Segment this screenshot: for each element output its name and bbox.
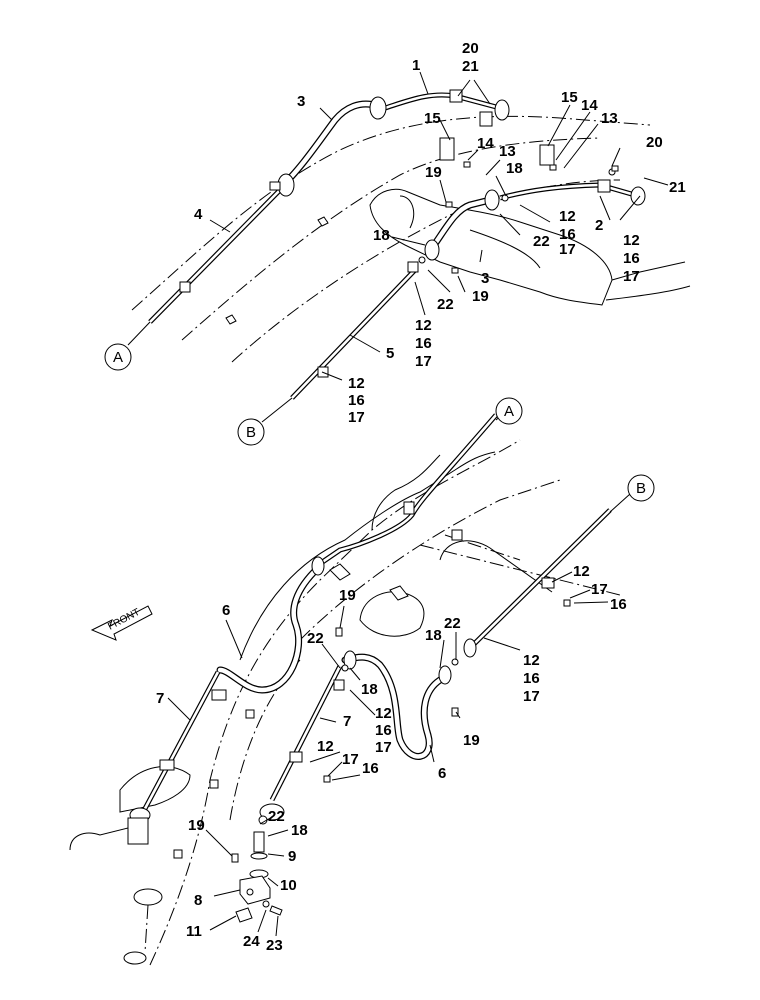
connector-a-bottom: A [495, 397, 523, 425]
callout-18: 18 [291, 822, 308, 839]
hose-6-left [216, 564, 322, 694]
callout-2: 2 [595, 217, 603, 234]
callout-21: 21 [462, 58, 479, 75]
callout-20: 20 [646, 134, 663, 151]
callout-12: 12 [559, 208, 576, 225]
callout-17: 17 [342, 751, 359, 768]
connector-a-bottom-label: A [504, 403, 514, 420]
callout-19: 19 [339, 587, 356, 604]
boom-bracket-top [225, 216, 329, 325]
callout-1: 1 [412, 57, 420, 74]
hose-3-upper [276, 100, 382, 192]
callout-19: 19 [472, 288, 489, 305]
callout-10: 10 [280, 877, 297, 894]
callout-15: 15 [561, 89, 578, 106]
callout-24: 24 [243, 933, 260, 950]
callout-19: 19 [188, 817, 205, 834]
callout-16: 16 [610, 596, 627, 613]
callout-22: 22 [268, 808, 285, 825]
hose-3-lower [428, 196, 494, 252]
callout-18: 18 [373, 227, 390, 244]
callout-14: 14 [477, 135, 494, 152]
callout-18: 18 [506, 160, 523, 177]
callout-12: 12 [415, 317, 432, 334]
callout-22: 22 [444, 615, 461, 632]
callout-16: 16 [523, 670, 540, 687]
callout-12: 12 [348, 375, 365, 392]
connector-b-bottom-label: B [636, 480, 646, 497]
callout-16: 16 [415, 335, 432, 352]
callout-14: 14 [581, 97, 598, 114]
callout-6: 6 [438, 765, 446, 782]
callout-12: 12 [573, 563, 590, 580]
callout-12: 12 [317, 738, 334, 755]
callout-20: 20 [462, 40, 479, 57]
callout-17: 17 [559, 241, 576, 258]
callout-5: 5 [386, 345, 394, 362]
callout-17: 17 [375, 739, 392, 756]
callout-17: 17 [523, 688, 540, 705]
callout-13: 13 [499, 143, 516, 160]
callout-6: 6 [222, 602, 230, 619]
callout-16: 16 [559, 226, 576, 243]
callout-17: 17 [591, 581, 608, 598]
connector-b-bottom: B [627, 474, 655, 502]
connector-b-top: B [237, 418, 265, 446]
pipe-7-center [269, 664, 343, 802]
callout-12: 12 [523, 652, 540, 669]
callout-16: 16 [375, 722, 392, 739]
pipe-7-left [137, 670, 221, 820]
flange-fittings-top [179, 89, 510, 293]
hose-6-right [341, 653, 444, 760]
flange-fittings-top-lower [317, 137, 646, 378]
bolts-top [445, 161, 619, 274]
front-arrow: FRONT [90, 605, 153, 641]
connector-a-top: A [104, 343, 132, 371]
callout-12: 12 [623, 232, 640, 249]
callout-19: 19 [425, 164, 442, 181]
connector-a-top-label: A [113, 349, 123, 366]
callout-22: 22 [307, 630, 324, 647]
callout-16: 16 [362, 760, 379, 777]
callout-7: 7 [343, 713, 351, 730]
callout-3: 3 [297, 93, 305, 110]
pipe-2 [499, 182, 636, 201]
callout-7: 7 [156, 690, 164, 707]
callout-17: 17 [415, 353, 432, 370]
callout-9: 9 [288, 848, 296, 865]
callout-22: 22 [533, 233, 550, 250]
callout-16: 16 [348, 392, 365, 409]
swivel-fitting-cluster [231, 599, 571, 923]
callout-22: 22 [437, 296, 454, 313]
callout-17: 17 [623, 268, 640, 285]
callout-21: 21 [669, 179, 686, 196]
callout-8: 8 [194, 892, 202, 909]
callout-19: 19 [463, 732, 480, 749]
boom-outline-top [131, 115, 691, 363]
pipe-a-bottom [316, 413, 498, 568]
callout-12: 12 [375, 705, 392, 722]
pipe-5 [290, 268, 417, 400]
callout-18: 18 [425, 627, 442, 644]
callout-11: 11 [186, 923, 202, 940]
arm-brackets-bottom [173, 529, 463, 859]
pipe-b-bottom [470, 508, 612, 648]
callout-4: 4 [194, 206, 203, 223]
pipe-4 [148, 186, 284, 324]
callout-18: 18 [361, 681, 378, 698]
callout-16: 16 [623, 250, 640, 267]
pipe-1 [384, 92, 501, 111]
connector-b-top-label: B [246, 424, 256, 441]
callout-15: 15 [424, 110, 441, 127]
flange-fittings-bottom [127, 501, 555, 845]
callout-numbers: 20 21 1 3 15 14 13 15 14 13 20 19 18 21 … [156, 40, 686, 954]
callout-23: 23 [266, 937, 283, 954]
callout-13: 13 [601, 110, 618, 127]
callout-3: 3 [481, 270, 489, 287]
callout-17: 17 [348, 409, 365, 426]
leader-lines-top [127, 71, 669, 423]
